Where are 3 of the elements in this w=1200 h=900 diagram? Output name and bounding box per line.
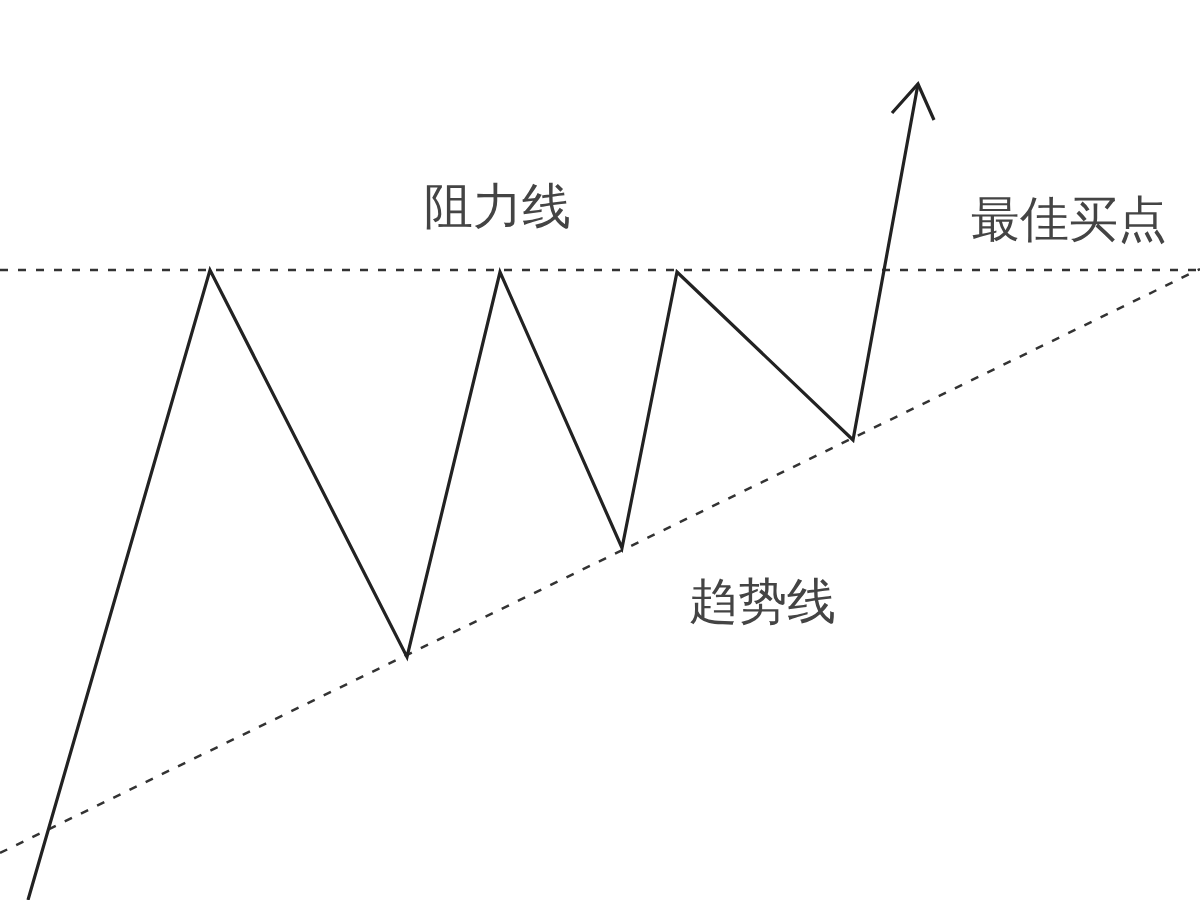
trend-label: 趋势线: [689, 577, 836, 626]
resistance-label: 阻力线: [424, 182, 571, 231]
buy-point-label: 最佳买点: [971, 195, 1167, 244]
